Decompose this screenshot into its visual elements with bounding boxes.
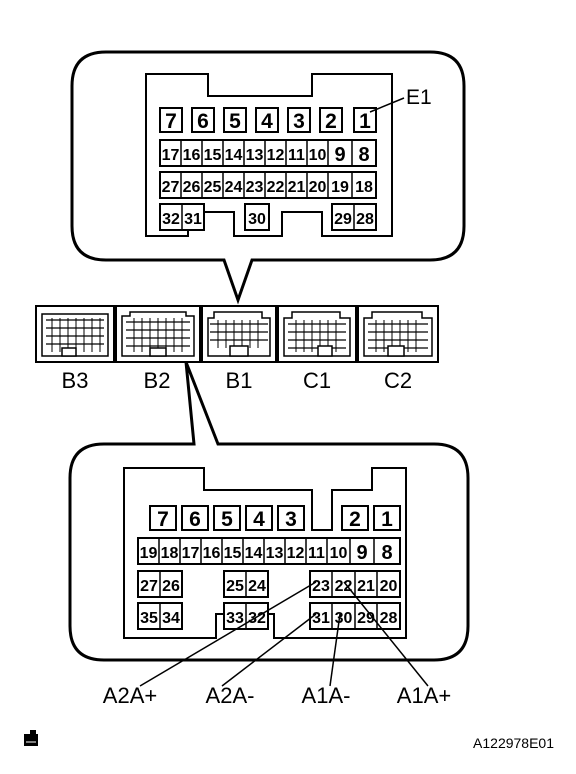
top-pin-32: 32	[162, 211, 180, 228]
ecu-connector-b2	[115, 305, 201, 363]
ecu-connector-row: B3 B2 B1 C1 C2	[35, 305, 439, 393]
bottom-pin-23: 23	[312, 578, 330, 595]
bottom-pin-27: 27	[140, 578, 158, 595]
top-pin-23: 23	[246, 179, 264, 196]
top-pin-28: 28	[356, 211, 374, 228]
bottom-pin-2: 2	[349, 508, 361, 531]
top-pin-9: 9	[334, 144, 345, 166]
ecu-label-c1: C1	[303, 368, 331, 393]
figure-id: A122978E01	[473, 735, 554, 751]
top-pin-21: 21	[288, 179, 306, 196]
bottom-pin-9: 9	[356, 542, 367, 564]
document-icon	[24, 730, 38, 746]
top-pin-17: 17	[162, 147, 180, 164]
top-row-1: 7 6 5 4 3 2 1	[159, 107, 377, 133]
bottom-pin-10: 10	[330, 545, 348, 562]
bottom-pin-11: 11	[308, 545, 325, 562]
top-pin-27: 27	[162, 179, 180, 196]
leader-a1a-plus	[343, 581, 429, 687]
bottom-pin-5: 5	[221, 508, 233, 531]
top-pin-15: 15	[204, 147, 222, 164]
top-pin-20: 20	[309, 179, 327, 196]
top-pin-5: 5	[229, 110, 241, 133]
top-pin-26: 26	[183, 179, 201, 196]
bottom-pin-7: 7	[157, 508, 169, 531]
top-pin-8: 8	[358, 144, 369, 166]
bottom-pin-16: 16	[203, 545, 221, 562]
bottom-row-1: 7 6 5 4 3 2 1	[149, 505, 401, 531]
top-pin-1: 1	[359, 110, 371, 133]
bottom-pin-33: 33	[226, 610, 244, 627]
bottom-row-3: 27 26 25 24 23 22 21 20	[137, 570, 401, 598]
top-pin-2: 2	[325, 110, 337, 133]
top-row-2: 17 16 15 14 13 12 11 10 9 8	[159, 139, 377, 167]
top-pin-13: 13	[246, 147, 264, 164]
bottom-pin-6: 6	[189, 508, 201, 531]
top-pin-25: 25	[204, 179, 222, 196]
ecu-connector-b1	[201, 305, 277, 363]
ecu-label-b1: B1	[226, 368, 253, 393]
top-pin-14: 14	[225, 147, 243, 164]
top-pin-31: 31	[184, 211, 202, 228]
leader-a2a-plus	[139, 581, 317, 687]
top-pin-10: 10	[309, 147, 327, 164]
bottom-pin-15: 15	[224, 545, 242, 562]
bottom-pin-22: 22	[335, 578, 353, 595]
bottom-pin-3: 3	[285, 508, 297, 531]
top-pin-30: 30	[248, 211, 266, 228]
bottom-pin-34: 34	[162, 610, 180, 627]
bottom-pin-17: 17	[182, 545, 200, 562]
signal-label-a1a-plus: A1A+	[397, 683, 451, 708]
ecu-connector-c2	[357, 305, 439, 363]
bottom-pin-31: 31	[312, 610, 330, 627]
bottom-pin-8: 8	[381, 542, 392, 564]
top-pin-22: 22	[267, 179, 285, 196]
top-pin-29: 29	[334, 211, 352, 228]
bottom-pin-19: 19	[140, 545, 158, 562]
bottom-pin-4: 4	[253, 508, 265, 531]
ecu-connector-c1	[277, 305, 357, 363]
top-connector-label: E1	[406, 86, 432, 109]
ecu-connector-b3	[35, 305, 115, 363]
bottom-row-4: 35 34 33 32 31 30 29 28	[137, 602, 401, 630]
bottom-row-2: 19 18 17 16 15 14 13 12 11 10 9 8	[137, 537, 401, 565]
bottom-pin-28: 28	[380, 610, 398, 627]
top-row-3: 27 26 25 24 23 22 21 20 19 18	[159, 171, 377, 199]
signal-label-a1a-minus: A1A-	[302, 683, 351, 708]
bottom-pin-14: 14	[245, 545, 263, 562]
top-pin-3: 3	[293, 110, 305, 133]
top-pin-16: 16	[183, 147, 201, 164]
top-pin-4: 4	[261, 110, 273, 133]
ecu-label-b3: B3	[62, 368, 89, 393]
bottom-pin-21: 21	[357, 578, 375, 595]
bottom-pin-13: 13	[266, 545, 284, 562]
top-pin-24: 24	[225, 179, 243, 196]
leader-a1a-minus	[329, 613, 341, 687]
top-pin-18: 18	[355, 179, 373, 196]
top-pin-6: 6	[197, 110, 209, 133]
bottom-pin-25: 25	[226, 578, 244, 595]
top-pin-12: 12	[267, 147, 285, 164]
top-row-4: 32 31 30 29 28	[159, 203, 377, 231]
ecu-label-b2: B2	[144, 368, 171, 393]
top-label-leader	[369, 97, 405, 113]
bottom-pin-1: 1	[381, 508, 393, 531]
bottom-pin-26: 26	[162, 578, 180, 595]
signal-label-a2a-minus: A2A-	[206, 683, 255, 708]
bottom-pin-20: 20	[380, 578, 398, 595]
bottom-pin-24: 24	[248, 578, 266, 595]
bottom-pin-18: 18	[161, 545, 179, 562]
signal-label-a2a-plus: A2A+	[103, 683, 157, 708]
leader-a2a-minus	[221, 613, 317, 687]
bottom-pin-30: 30	[335, 610, 353, 627]
bottom-pin-35: 35	[140, 610, 158, 627]
ecu-label-c2: C2	[384, 368, 412, 393]
bottom-pin-12: 12	[287, 545, 305, 562]
top-pin-11: 11	[288, 147, 305, 164]
top-pin-19: 19	[331, 179, 349, 196]
bottom-pin-29: 29	[357, 610, 375, 627]
signal-leader-lines	[139, 581, 429, 687]
top-pin-7: 7	[165, 110, 177, 133]
